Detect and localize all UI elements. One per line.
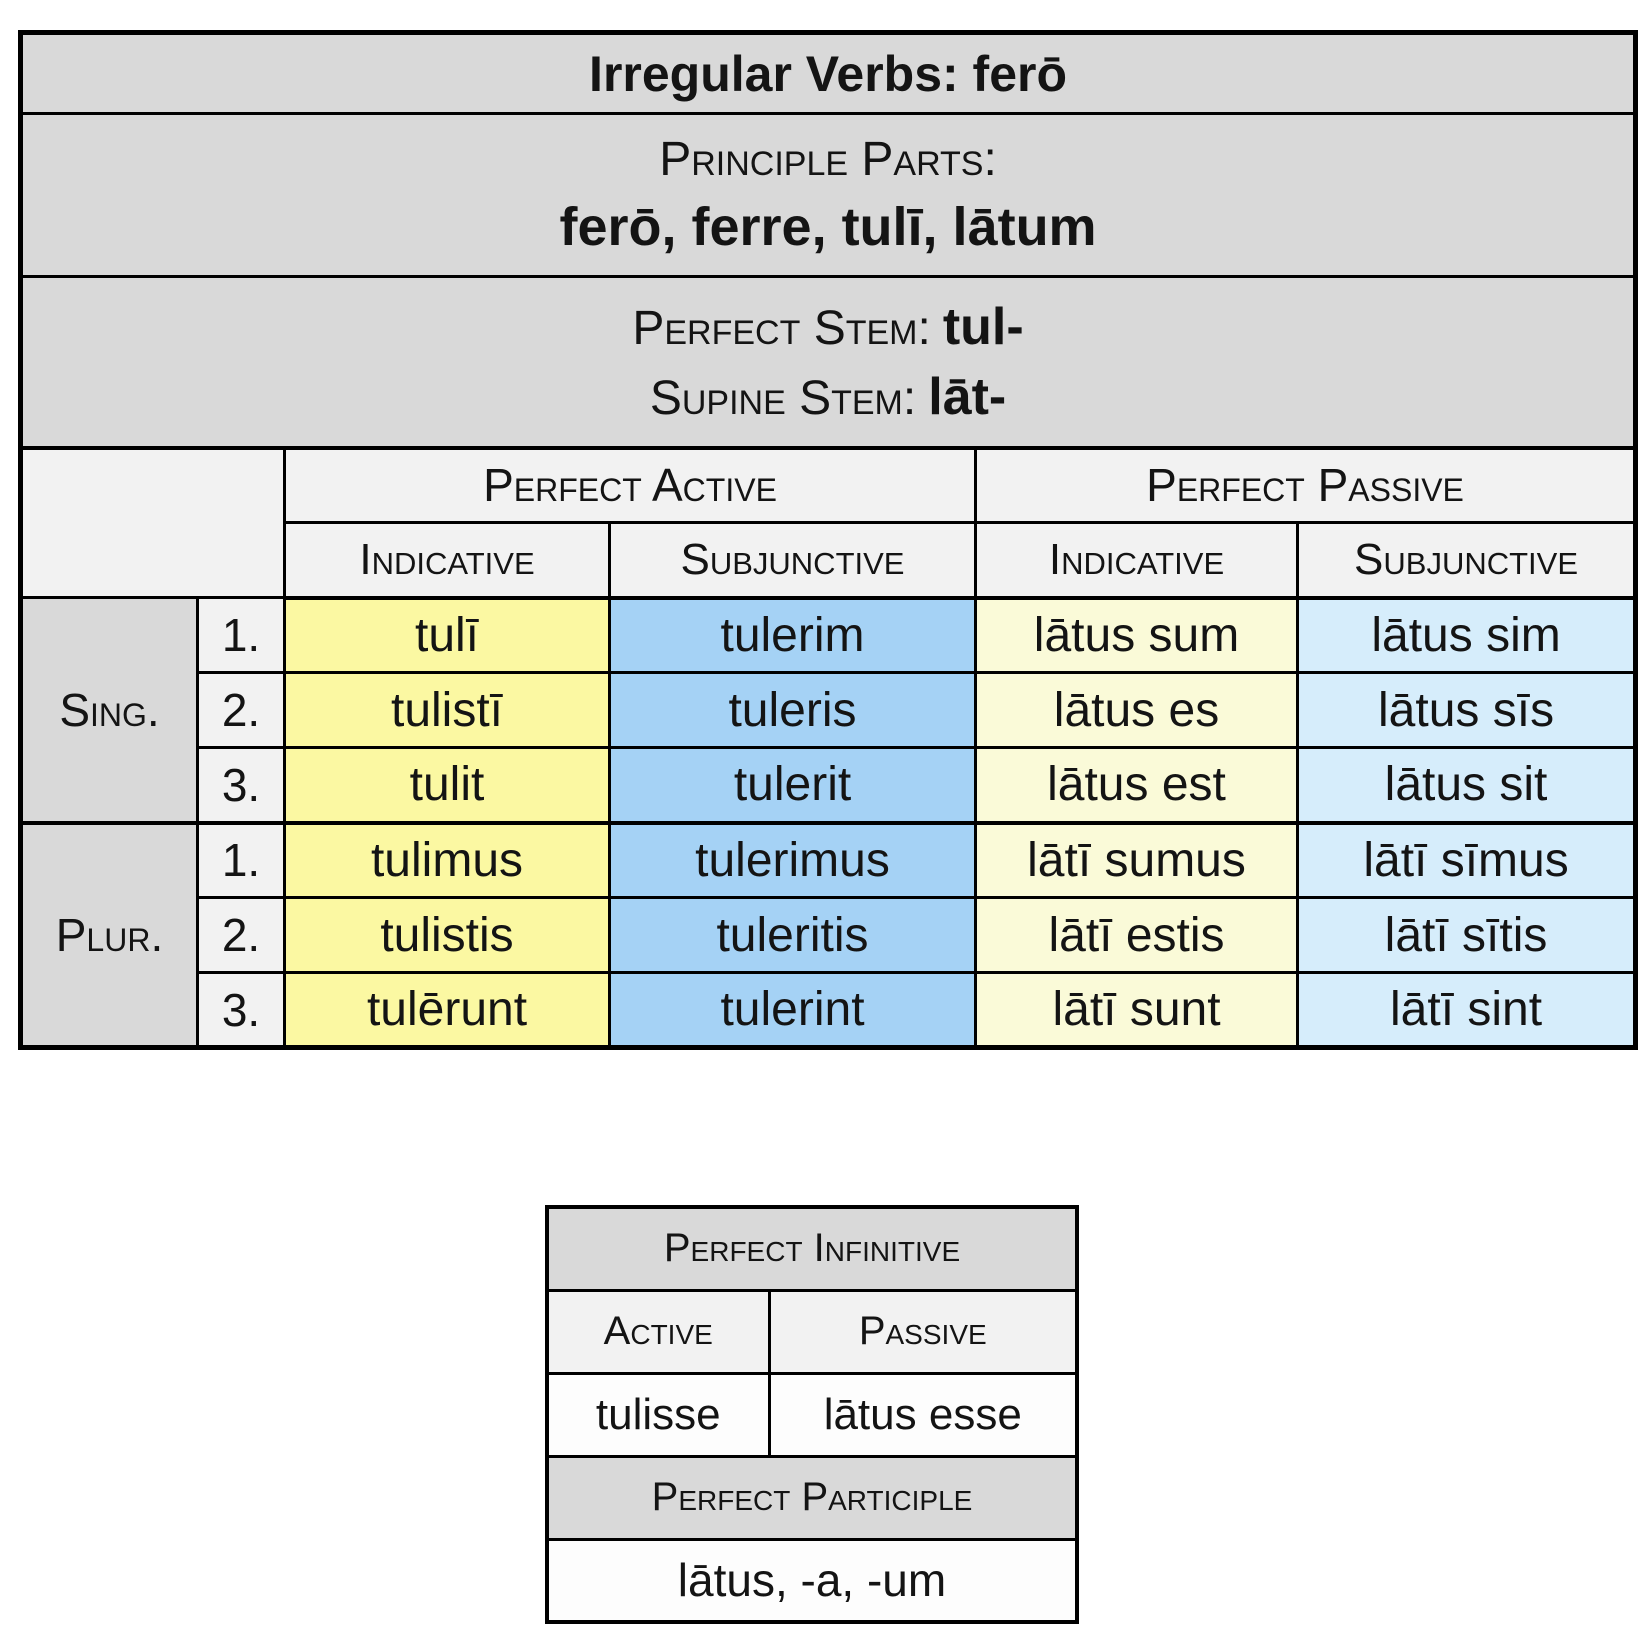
- form-cell-passive-indicative: lātī estis: [974, 896, 1299, 974]
- col-header-passive-subjunctive: Subjunctive: [1295, 521, 1638, 600]
- form-cell-active-indicative: tulērunt: [283, 971, 611, 1049]
- form-cell-passive-indicative: lātī sunt: [974, 971, 1299, 1049]
- form-cell-active-subjunctive: tuleris: [608, 671, 977, 749]
- form-cell-active-indicative: tulit: [283, 746, 611, 824]
- infinitive-col-header-passive: Passive: [767, 1288, 1079, 1375]
- conjugation-table: Irregular Verbs: ferō Principle Parts: f…: [18, 30, 1639, 1050]
- form-cell-active-subjunctive: tulerint: [608, 971, 977, 1049]
- infinitive-table: Perfect Infinitive Active Passive tuliss…: [545, 1205, 1079, 1624]
- principal-parts-label: Principle Parts:: [659, 133, 997, 186]
- infinitive-col-header-active: Active: [545, 1288, 771, 1375]
- stems-cell: Perfect Stem:tul- Supine Stem:lāt-: [18, 275, 1638, 450]
- corner-cell: [19, 446, 286, 599]
- person-number: 3.: [196, 971, 286, 1049]
- row-group-label-sing: Sing.: [19, 596, 199, 824]
- form-cell-passive-subjunctive: lātus sit: [1295, 746, 1638, 824]
- form-cell-active-indicative: tulistis: [283, 896, 611, 974]
- participle-value: lātus, -a, -um: [545, 1537, 1079, 1624]
- col-header-passive-indicative: Indicative: [974, 521, 1299, 600]
- form-cell-passive-subjunctive: lātī sint: [1295, 971, 1638, 1049]
- group-header-perfect-active: Perfect Active: [283, 446, 977, 524]
- perfect-stem-label: Perfect Stem:: [632, 301, 931, 355]
- form-cell-passive-indicative: lātus sum: [974, 596, 1299, 674]
- person-number: 3.: [196, 746, 286, 824]
- participle-table-title: Perfect Participle: [545, 1454, 1079, 1541]
- infinitive-active-form: tulisse: [545, 1371, 771, 1458]
- infinitive-table-title: Perfect Infinitive: [545, 1205, 1079, 1292]
- perfect-stem-value: tul-: [942, 297, 1024, 356]
- form-cell-passive-subjunctive: lātus sīs: [1295, 671, 1638, 749]
- group-header-perfect-passive: Perfect Passive: [973, 446, 1638, 524]
- form-cell-active-subjunctive: tulerit: [608, 746, 977, 824]
- infinitive-passive-form: lātus esse: [767, 1371, 1079, 1458]
- form-cell-passive-subjunctive: lātī sītis: [1295, 896, 1638, 974]
- form-cell-active-subjunctive: tuleritis: [608, 896, 977, 974]
- form-cell-passive-indicative: lātus est: [974, 746, 1299, 824]
- form-cell-passive-subjunctive: lātus sim: [1295, 596, 1638, 674]
- person-number: 2.: [196, 671, 286, 749]
- principal-parts-cell: Principle Parts: ferō, ferre, tulī, lātu…: [18, 112, 1638, 278]
- supine-stem-line: Supine Stem:lāt-: [24, 367, 1633, 427]
- form-cell-passive-subjunctive: lātī sīmus: [1295, 820, 1638, 899]
- col-header-active-indicative: Indicative: [283, 521, 611, 600]
- form-cell-active-indicative: tulī: [283, 596, 611, 674]
- row-group-label-plur: Plur.: [19, 820, 199, 1049]
- form-cell-active-indicative: tulistī: [283, 671, 611, 749]
- person-number: 1.: [196, 820, 286, 899]
- person-number: 2.: [196, 896, 286, 974]
- perfect-stem-line: Perfect Stem:tul-: [24, 297, 1633, 357]
- form-cell-active-subjunctive: tulerim: [608, 596, 977, 674]
- form-cell-passive-indicative: lātī sumus: [974, 820, 1299, 899]
- principal-parts-value: ferō, ferre, tulī, lātum: [559, 197, 1097, 257]
- person-number: 1.: [196, 596, 286, 674]
- col-header-active-subjunctive: Subjunctive: [608, 521, 977, 600]
- form-cell-active-subjunctive: tulerimus: [608, 820, 977, 899]
- supine-stem-value: lāt-: [928, 368, 1007, 426]
- table-title: Irregular Verbs: ferō: [18, 31, 1638, 115]
- form-cell-active-indicative: tulimus: [283, 820, 611, 899]
- form-cell-passive-indicative: lātus es: [974, 671, 1299, 749]
- supine-stem-label: Supine Stem:: [649, 372, 917, 425]
